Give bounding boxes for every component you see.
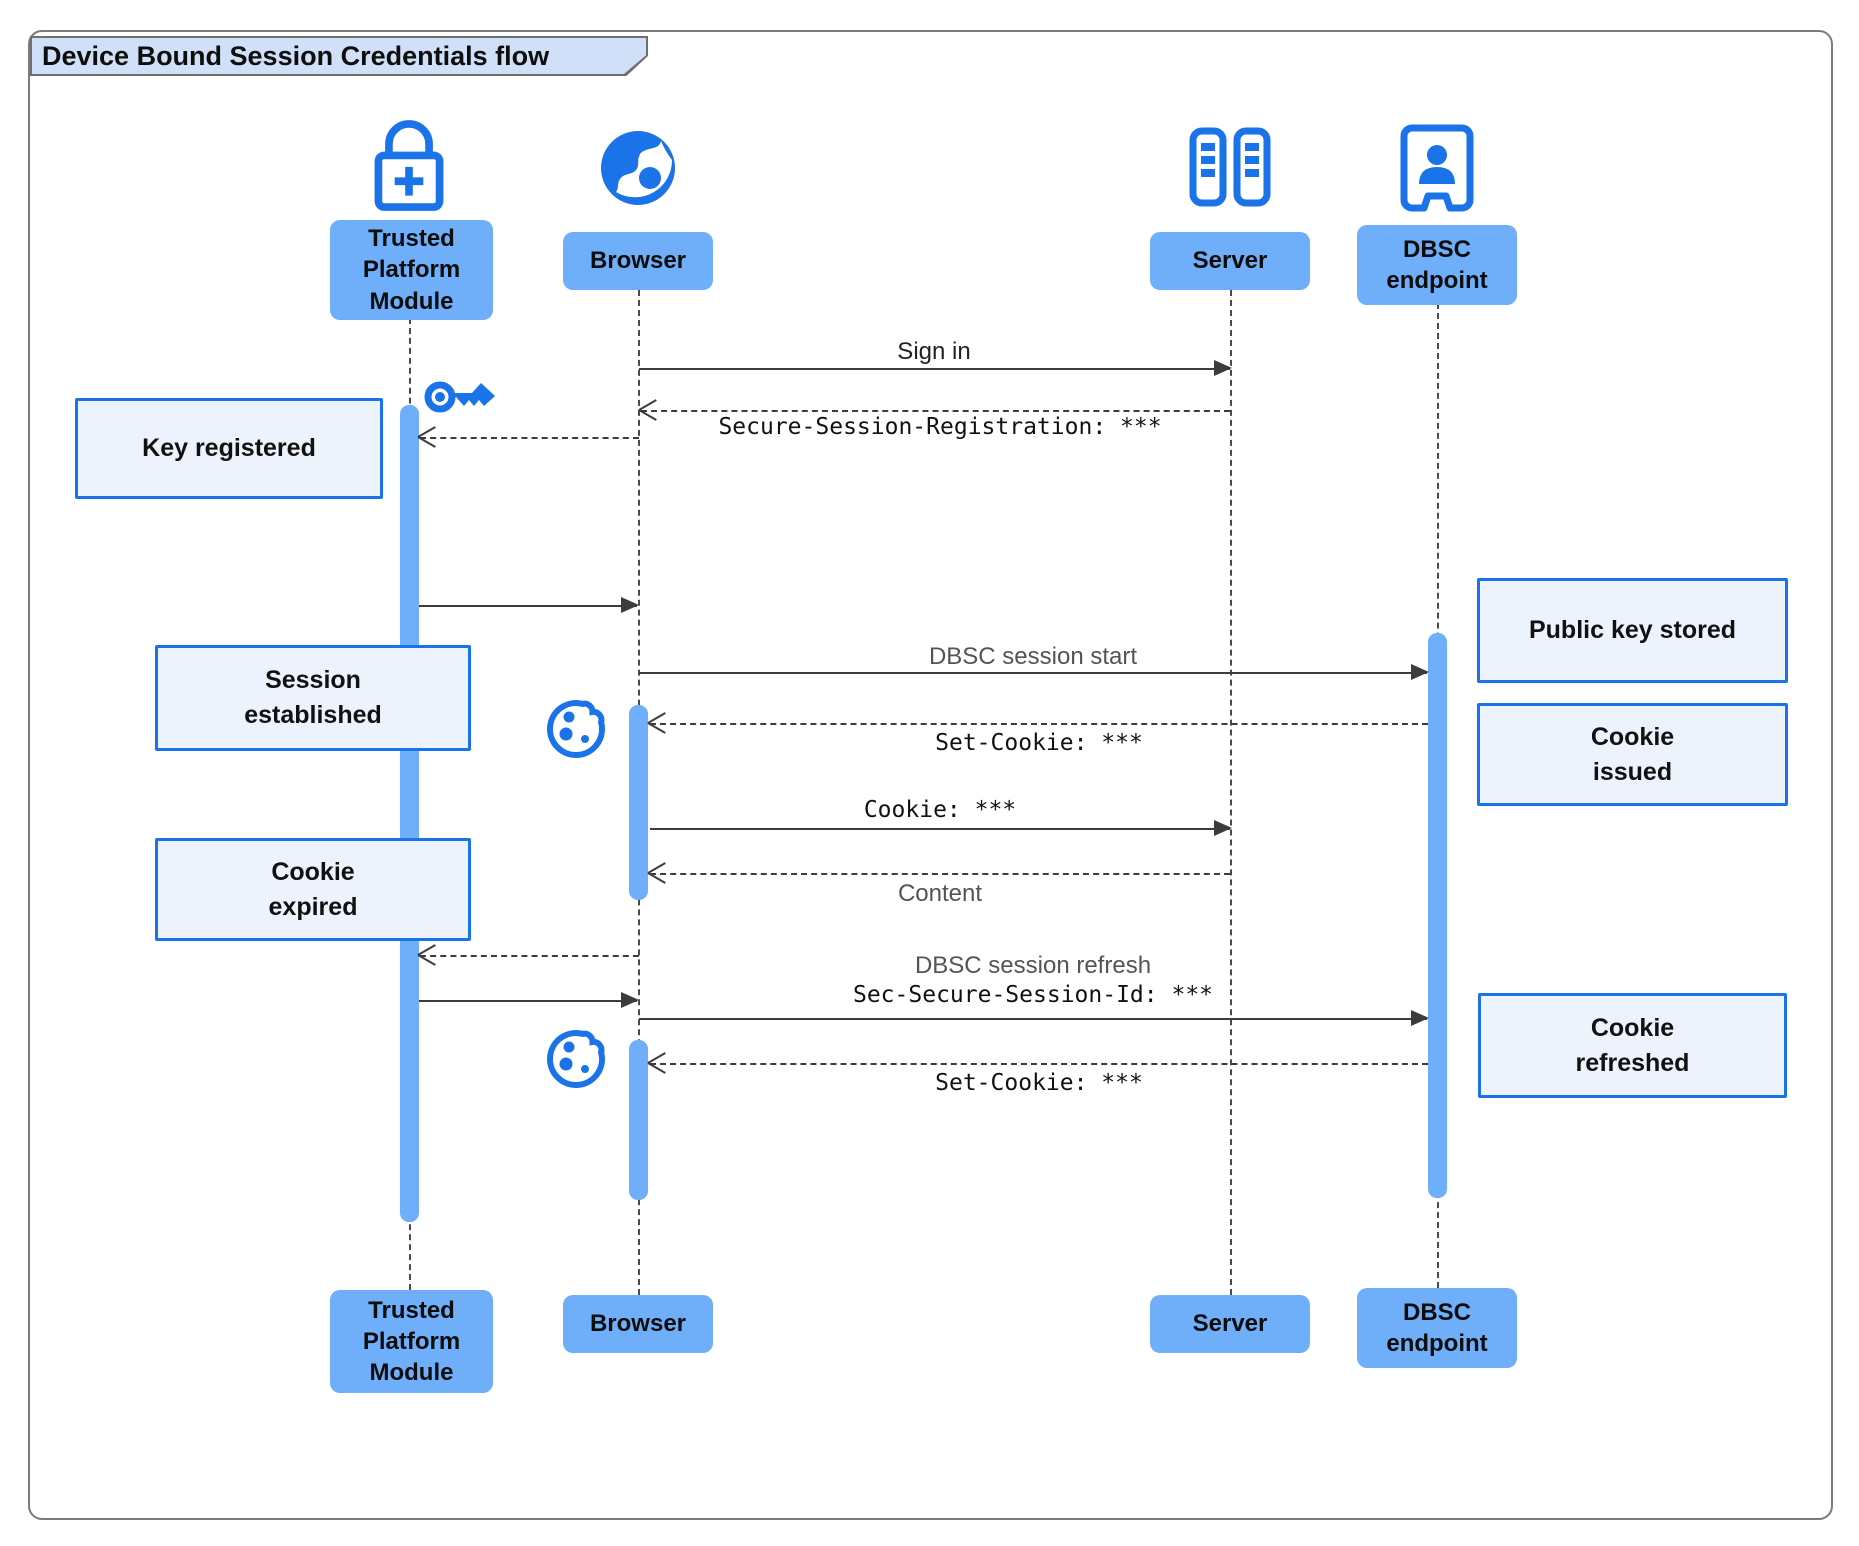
actor-tpm-bottom: Trusted Platform Module (330, 1290, 493, 1393)
message-label-sign-in: Sign in (897, 338, 971, 365)
actor-server-bottom: Server (1150, 1295, 1310, 1353)
actor-browser-top: Browser (563, 232, 713, 290)
message-label-cookie: Cookie: *** (863, 797, 1017, 823)
filled-arrowhead-icon (1411, 1010, 1429, 1026)
message-label-content: Content (897, 880, 983, 907)
message-label-dbsc-session-start: DBSC session start (928, 643, 1138, 670)
message-label-set-cookie-2: Set-Cookie: *** (935, 1070, 1143, 1096)
actor-tpm-top: Trusted Platform Module (330, 220, 493, 320)
cookie-icon (543, 693, 613, 763)
globe-icon (598, 128, 678, 208)
diagram-title: Device Bound Session Credentials flow (42, 40, 550, 71)
activation-bar (629, 1040, 648, 1200)
actor-dbsc-bottom: DBSC endpoint (1357, 1288, 1517, 1368)
door-person-icon (1394, 122, 1480, 214)
activation-bar (629, 705, 648, 900)
note-cookie-expired: Cookie expired (155, 838, 471, 941)
actor-server-top: Server (1150, 232, 1310, 290)
server-rack-icon (1187, 126, 1273, 208)
cookie-icon (543, 1023, 613, 1093)
note-cookie-issued: Cookie issued (1477, 703, 1788, 806)
filled-arrowhead-icon (621, 992, 639, 1008)
message-label-secure-session-registration: Secure-Session-Registration: *** (718, 414, 1162, 440)
actor-dbsc-top: DBSC endpoint (1357, 225, 1517, 305)
message-label-set-cookie-1: Set-Cookie: *** (935, 730, 1143, 756)
title-tab: Device Bound Session Credentials flow (30, 36, 648, 76)
note-session-established: Session established (155, 645, 471, 751)
filled-arrowhead-icon (1214, 360, 1232, 376)
note-key-registered: Key registered (75, 398, 383, 499)
actor-browser-bottom: Browser (563, 1295, 713, 1353)
message-label-dbsc-session-refresh: DBSC session refresh (914, 952, 1152, 979)
filled-arrowhead-icon (621, 597, 639, 613)
note-cookie-refreshed: Cookie refreshed (1478, 993, 1787, 1098)
key-icon (424, 372, 504, 422)
activation-bar (400, 405, 419, 1222)
filled-arrowhead-icon (1214, 820, 1232, 836)
activation-bar (1428, 633, 1447, 1198)
filled-arrowhead-icon (1411, 664, 1429, 680)
note-public-key-stored: Public key stored (1477, 578, 1788, 683)
lock-plus-icon (366, 116, 452, 214)
message-label-sec-secure-session-id: Sec-Secure-Session-Id: *** (852, 982, 1214, 1008)
lifeline (1230, 290, 1232, 1295)
